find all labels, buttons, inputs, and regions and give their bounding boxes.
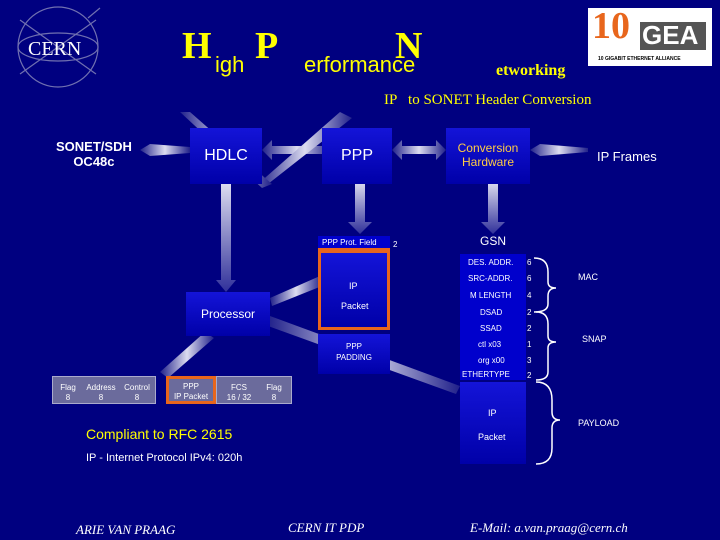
ppp-padding-line1: PPP xyxy=(345,342,362,351)
frame-field-label: Flag xyxy=(60,383,76,392)
arrow-ipframes-to-conversion xyxy=(530,144,588,156)
ppp-prot-field: PPP Prot. Field xyxy=(318,236,390,250)
eth-size-dsad: 2 xyxy=(527,308,532,317)
ppp-padding-block: PPP PADDING xyxy=(318,334,390,374)
sonet-label-line1: SONET/SDH xyxy=(56,139,132,154)
eth-size-src-addr: 6 xyxy=(527,274,532,283)
eth-row-src-addr: SRC-ADDR. xyxy=(468,274,513,283)
page-subtitle: IP to SONET Header Conversion xyxy=(384,92,592,108)
eth-size-org: 3 xyxy=(527,356,532,365)
frame-field-size: 8 xyxy=(271,393,277,402)
group-snap-label: SNAP xyxy=(582,334,607,344)
eth-row-ssad: SSAD xyxy=(480,324,502,333)
processor-to-ppp-link xyxy=(270,276,322,306)
processor-to-frame-link xyxy=(160,332,214,378)
eth-row-dsad: DSAD xyxy=(480,308,503,317)
footer-author: ARIE VAN PRAAG xyxy=(76,522,176,537)
frame-field-ppp-text: PPP IP Packet xyxy=(169,382,213,402)
eth-size-ctl: 1 xyxy=(527,340,532,349)
cern-logo-text: CERN xyxy=(28,38,82,60)
title-erformance: erformance xyxy=(304,52,416,77)
title-letter-p: P xyxy=(255,25,279,67)
ppp-padding-line2: PADDING xyxy=(336,353,372,362)
title-igh: igh xyxy=(215,52,245,77)
ppp-prot-field-size: 2 xyxy=(393,240,398,249)
gea-logo-number: 10 xyxy=(592,5,630,47)
gea-logo-text: GEA xyxy=(642,20,699,50)
eth-size-ethertype: 2 xyxy=(527,371,532,380)
sonet-label-line2: OC48c xyxy=(73,154,115,169)
title-etworking: etworking xyxy=(496,62,566,79)
footer-department: CERN IT PDP xyxy=(288,520,365,535)
arrow-conversion-to-ppp xyxy=(392,140,446,160)
frame-field-label: Flag xyxy=(266,383,282,392)
frame-field-flag-end: Flag 8 xyxy=(261,383,287,403)
eth-size-ssad: 2 xyxy=(527,324,532,333)
frame-field-size: 8 xyxy=(65,393,71,402)
conversion-block: Conversion Hardware xyxy=(446,128,530,184)
title-letter-h: H xyxy=(182,25,212,67)
gea-subtitle: 10 GIGABIT ETHERNET ALLIANCE xyxy=(598,56,681,62)
ethernet-header: DES. ADDR. SRC-ADDR. M LENGTH DSAD SSAD … xyxy=(460,254,526,380)
conversion-label-line1: Conversion xyxy=(457,141,519,155)
eth-row-ethertype: ETHERTYPE xyxy=(462,370,510,379)
frame-field-label: Control xyxy=(124,383,150,392)
brace-snap xyxy=(535,311,557,381)
eth-row-des-addr: DES. ADDR. xyxy=(468,258,514,267)
hdlc-frame-trailer: FCS 16 / 32 Flag 8 xyxy=(216,376,292,404)
eth-row-ctl: ctl x03 xyxy=(478,340,502,349)
frame-field-ppp-ip-packet: PPP IP Packet xyxy=(166,376,216,404)
hdlc-block: HDLC xyxy=(190,128,262,184)
eth-row-m-length: M LENGTH xyxy=(470,291,512,300)
frame-field-address: Address 8 xyxy=(85,383,117,403)
eth-size-m-length: 4 xyxy=(527,291,532,300)
brace-mac xyxy=(533,257,557,313)
frame-field-label: Address xyxy=(86,383,116,392)
frame-field-fcs: FCS 16 / 32 xyxy=(221,383,257,403)
eth-row-org: org x00 xyxy=(478,356,505,365)
arrow-hdlc-to-sonet xyxy=(140,144,190,156)
frame-field-flag-start: Flag 8 xyxy=(55,383,81,403)
hdlc-label: HDLC xyxy=(204,147,248,164)
arrow-hdlc-down xyxy=(216,184,236,292)
hdlc-frame-header: Flag 8 Address 8 Control 8 xyxy=(52,376,156,404)
group-mac-label: MAC xyxy=(578,272,598,282)
processor-label: Processor xyxy=(200,307,256,321)
title-letter-n: N xyxy=(395,25,423,67)
footer-email: E-Mail: a.van.praag@cern.ch xyxy=(470,520,628,535)
frame-field-size: 8 xyxy=(134,393,140,402)
ppp-label: PPP xyxy=(340,147,373,164)
frame-field-label: PPP xyxy=(182,382,199,391)
eth-ip-label: IP xyxy=(488,408,497,418)
gea-logo-graphic xyxy=(588,8,712,66)
arrow-ppp-down xyxy=(348,182,372,234)
frame-field-size: IP Packet xyxy=(173,392,209,401)
ppp-prot-field-label: PPP Prot. Field xyxy=(322,238,377,247)
ppp-block: PPP xyxy=(322,128,392,184)
frame-field-size: 8 xyxy=(98,393,104,402)
ip-frames-label: IP Frames xyxy=(597,149,657,164)
cern-logo-graphic xyxy=(17,6,101,88)
frame-field-label: FCS xyxy=(231,383,247,392)
ip-protocol-note: IP - Internet Protocol IPv4: 020h xyxy=(86,452,243,464)
gsn-label: GSN xyxy=(480,234,507,248)
frame-field-control: Control 8 xyxy=(121,383,153,403)
frame-field-size: 16 / 32 xyxy=(226,393,252,402)
sonet-block: SONET/SDH OC48c xyxy=(56,139,132,169)
arrow-conversion-down xyxy=(481,182,505,234)
eth-packet-label: Packet xyxy=(478,432,506,442)
conversion-label-line2: Hardware xyxy=(461,155,515,169)
compliance-note: Compliant to RFC 2615 xyxy=(86,426,233,442)
ppp-ip-packet: IP Packet xyxy=(318,250,390,330)
group-payload-label: PAYLOAD xyxy=(578,418,620,428)
ppp-ip-label: IP xyxy=(349,281,358,291)
ppp-packet-label: Packet xyxy=(341,301,369,311)
ethernet-payload: IP Packet xyxy=(460,382,526,464)
eth-size-des-addr: 6 xyxy=(527,258,532,267)
processor-block: Processor xyxy=(186,292,270,336)
brace-payload xyxy=(535,381,561,465)
